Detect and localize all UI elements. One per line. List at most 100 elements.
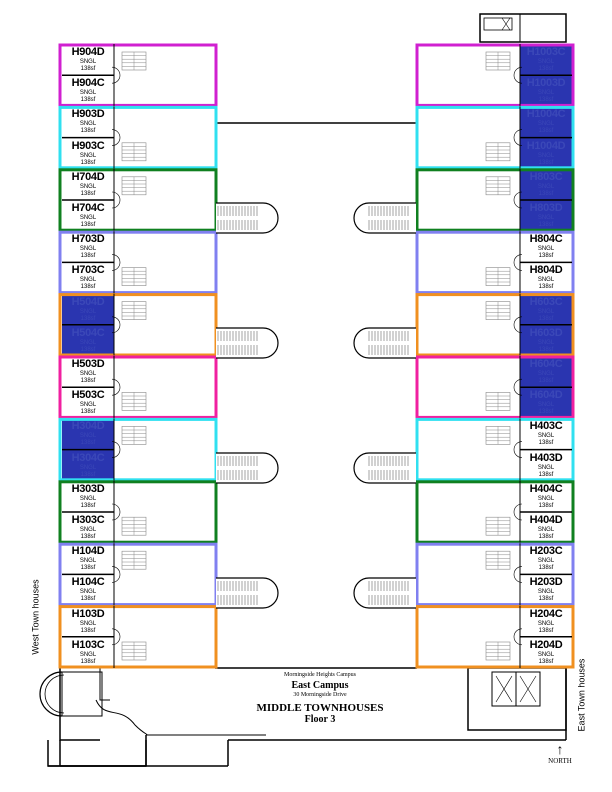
room-number: H104C bbox=[71, 576, 105, 589]
room-number: H904D bbox=[71, 46, 105, 58]
elevator-x-icons bbox=[495, 675, 537, 703]
room-area: 138sf bbox=[538, 66, 554, 72]
room-number: H504D bbox=[71, 295, 105, 308]
stair-landing bbox=[216, 202, 279, 234]
room-area: 138sf bbox=[538, 128, 554, 135]
room-number: H704C bbox=[71, 202, 105, 214]
door-swing bbox=[111, 566, 121, 583]
address: 30 Morningside Drive bbox=[293, 692, 347, 698]
room-type: SNGL bbox=[537, 246, 555, 253]
room-area: 138sf bbox=[538, 658, 554, 665]
unit-H403 bbox=[415, 417, 575, 482]
room-area: 138sf bbox=[80, 97, 96, 104]
room-type: SNGL bbox=[79, 495, 97, 502]
room-type: SNGL bbox=[79, 215, 97, 221]
courtyard-stair-west bbox=[216, 577, 279, 609]
room-type: SNGL bbox=[537, 183, 555, 190]
stair-landing bbox=[353, 327, 416, 359]
floor-label: Floor 3 bbox=[304, 714, 336, 725]
curved-wall bbox=[95, 699, 148, 736]
room-area: 138sf bbox=[538, 440, 554, 447]
unit-H804 bbox=[415, 230, 575, 295]
room-type: SNGL bbox=[79, 433, 97, 440]
door-swing bbox=[111, 66, 121, 84]
occupied-room-fill bbox=[520, 137, 572, 169]
room-area: 138sf bbox=[538, 627, 554, 634]
courtyard-stair-east bbox=[353, 452, 416, 484]
door-swing bbox=[513, 503, 523, 521]
suite-outline bbox=[58, 293, 218, 357]
unit-H404 bbox=[415, 480, 575, 544]
room-type: SNGL bbox=[79, 402, 97, 409]
door-swing bbox=[513, 254, 523, 271]
suite-outline bbox=[58, 105, 218, 170]
room-number: H704D bbox=[71, 170, 105, 183]
unit-H204 bbox=[415, 605, 575, 669]
room-area: 138sf bbox=[80, 222, 96, 228]
west-stairwell bbox=[61, 671, 103, 717]
door-swing bbox=[513, 316, 523, 334]
room-area: 138sf bbox=[80, 627, 96, 634]
unit-H903 bbox=[58, 105, 218, 170]
room-number: H603C bbox=[529, 295, 563, 308]
room-number: H104D bbox=[71, 545, 105, 558]
room-number: H503D bbox=[71, 358, 105, 370]
door-swing bbox=[513, 566, 523, 583]
room-type: SNGL bbox=[79, 620, 97, 627]
west-round-stair-outer bbox=[39, 671, 63, 717]
door-swing bbox=[513, 191, 523, 209]
occupied-room-fill bbox=[520, 106, 572, 138]
unit-H104 bbox=[58, 542, 218, 607]
room-type: SNGL bbox=[79, 527, 97, 533]
east-wing bbox=[415, 43, 575, 669]
room-type: SNGL bbox=[537, 90, 555, 97]
room-number: H603D bbox=[529, 326, 563, 339]
room-area: 138sf bbox=[80, 284, 96, 291]
courtyard-stair-west bbox=[216, 452, 279, 484]
courtyard-stair-east bbox=[353, 202, 416, 234]
room-number: H903C bbox=[71, 139, 105, 152]
room-type: SNGL bbox=[79, 152, 97, 159]
room-type: SNGL bbox=[537, 464, 555, 471]
